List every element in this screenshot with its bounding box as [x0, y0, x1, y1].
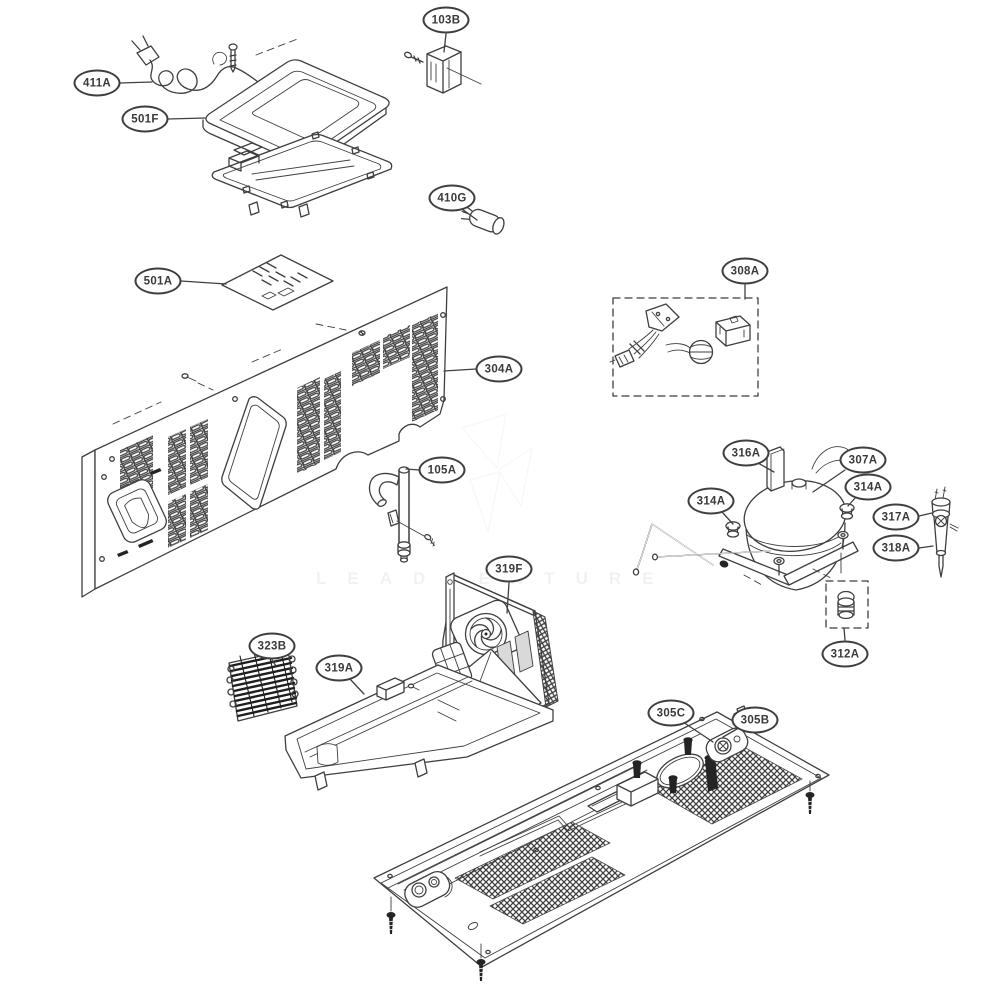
bottom-panel — [373, 705, 830, 981]
grommet-right — [839, 503, 855, 520]
condenser-coil — [226, 646, 299, 722]
callout-307A[interactable]: 307A — [839, 446, 887, 474]
compressor-cover — [766, 446, 785, 492]
screw-holes — [99, 312, 446, 562]
callout-314A-left[interactable]: 314A — [687, 487, 735, 515]
callout-317A[interactable]: 317A — [872, 503, 920, 531]
inlet-connector — [404, 871, 453, 908]
drain-pipe — [368, 466, 435, 563]
callout-410G[interactable]: 410G — [428, 184, 476, 212]
callout-319F[interactable]: 319F — [485, 555, 533, 583]
callout-411A[interactable]: 411A — [73, 69, 121, 97]
callout-308A[interactable]: 308A — [721, 257, 769, 285]
back-panel — [81, 286, 448, 598]
panel-screws — [386, 780, 815, 981]
callout-316A[interactable]: 316A — [722, 439, 770, 467]
callout-305C[interactable]: 305C — [647, 699, 695, 727]
drier-filter — [931, 486, 959, 578]
callout-323B[interactable]: 323B — [248, 632, 296, 660]
callout-501A[interactable]: 501A — [134, 267, 182, 295]
panel-holes — [387, 716, 821, 955]
watermark-text: LEADVENTURE — [316, 569, 675, 589]
drain-pan — [284, 664, 554, 791]
watermark-logo — [462, 414, 532, 532]
callout-312A[interactable]: 312A — [821, 640, 869, 668]
callout-501F[interactable]: 501F — [121, 105, 169, 133]
pcb-assembly — [221, 254, 334, 311]
panel-recess — [107, 468, 167, 557]
cover-tray — [211, 131, 393, 218]
callout-105A[interactable]: 105A — [418, 456, 466, 484]
damper-grommet — [825, 580, 869, 629]
assembly-dash-line — [255, 37, 301, 56]
callout-103B[interactable]: 103B — [422, 6, 470, 34]
callout-318A[interactable]: 318A — [872, 534, 920, 562]
power-cord — [131, 35, 310, 128]
callout-314A-right[interactable]: 314A — [844, 473, 892, 501]
callout-305B[interactable]: 305B — [731, 706, 779, 734]
hinge-bracket — [404, 45, 482, 94]
callout-304A[interactable]: 304A — [475, 355, 523, 383]
compressor — [632, 446, 859, 591]
thermostat-harness — [609, 297, 759, 397]
grommet-left — [725, 521, 741, 538]
panel-opening — [221, 396, 287, 510]
leader-lines — [119, 33, 934, 743]
callout-319A[interactable]: 319A — [315, 654, 363, 682]
screw — [228, 43, 238, 73]
